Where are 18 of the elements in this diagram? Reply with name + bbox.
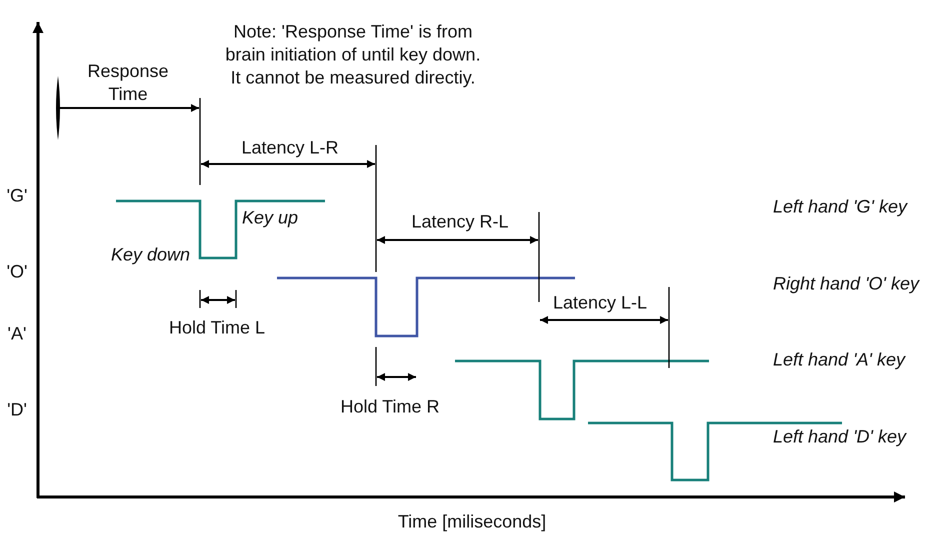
event-label: Key down xyxy=(110,244,190,266)
axis-tick-label: 'A' xyxy=(8,322,26,346)
measure-label: Hold Time L xyxy=(168,316,266,340)
measure-label: Latency R-L xyxy=(411,210,509,234)
measure-label: Hold Time R xyxy=(340,396,440,418)
signal-label: Left hand 'D' key xyxy=(773,426,906,448)
axis-title: Time [miliseconds] xyxy=(398,510,546,534)
measure-label: Latency L-L xyxy=(552,292,648,314)
measure-label: Latency L-R xyxy=(241,136,339,160)
signal-label: Right hand 'O' key xyxy=(773,272,919,296)
event-label: Key up xyxy=(242,206,298,230)
axis-tick-label: 'O' xyxy=(6,260,28,284)
signal-label: Left hand 'A' key xyxy=(773,348,905,372)
note-text: Note: 'Response Time' is from brain initiation of until key down. It cannot be measured directiy. xyxy=(224,20,482,90)
measure-label: Response Time xyxy=(86,60,170,106)
axis-tick-label: 'G' xyxy=(6,184,28,208)
signal-label: Left hand 'G' key xyxy=(773,196,907,218)
axis-tick-label: 'D' xyxy=(7,398,27,422)
